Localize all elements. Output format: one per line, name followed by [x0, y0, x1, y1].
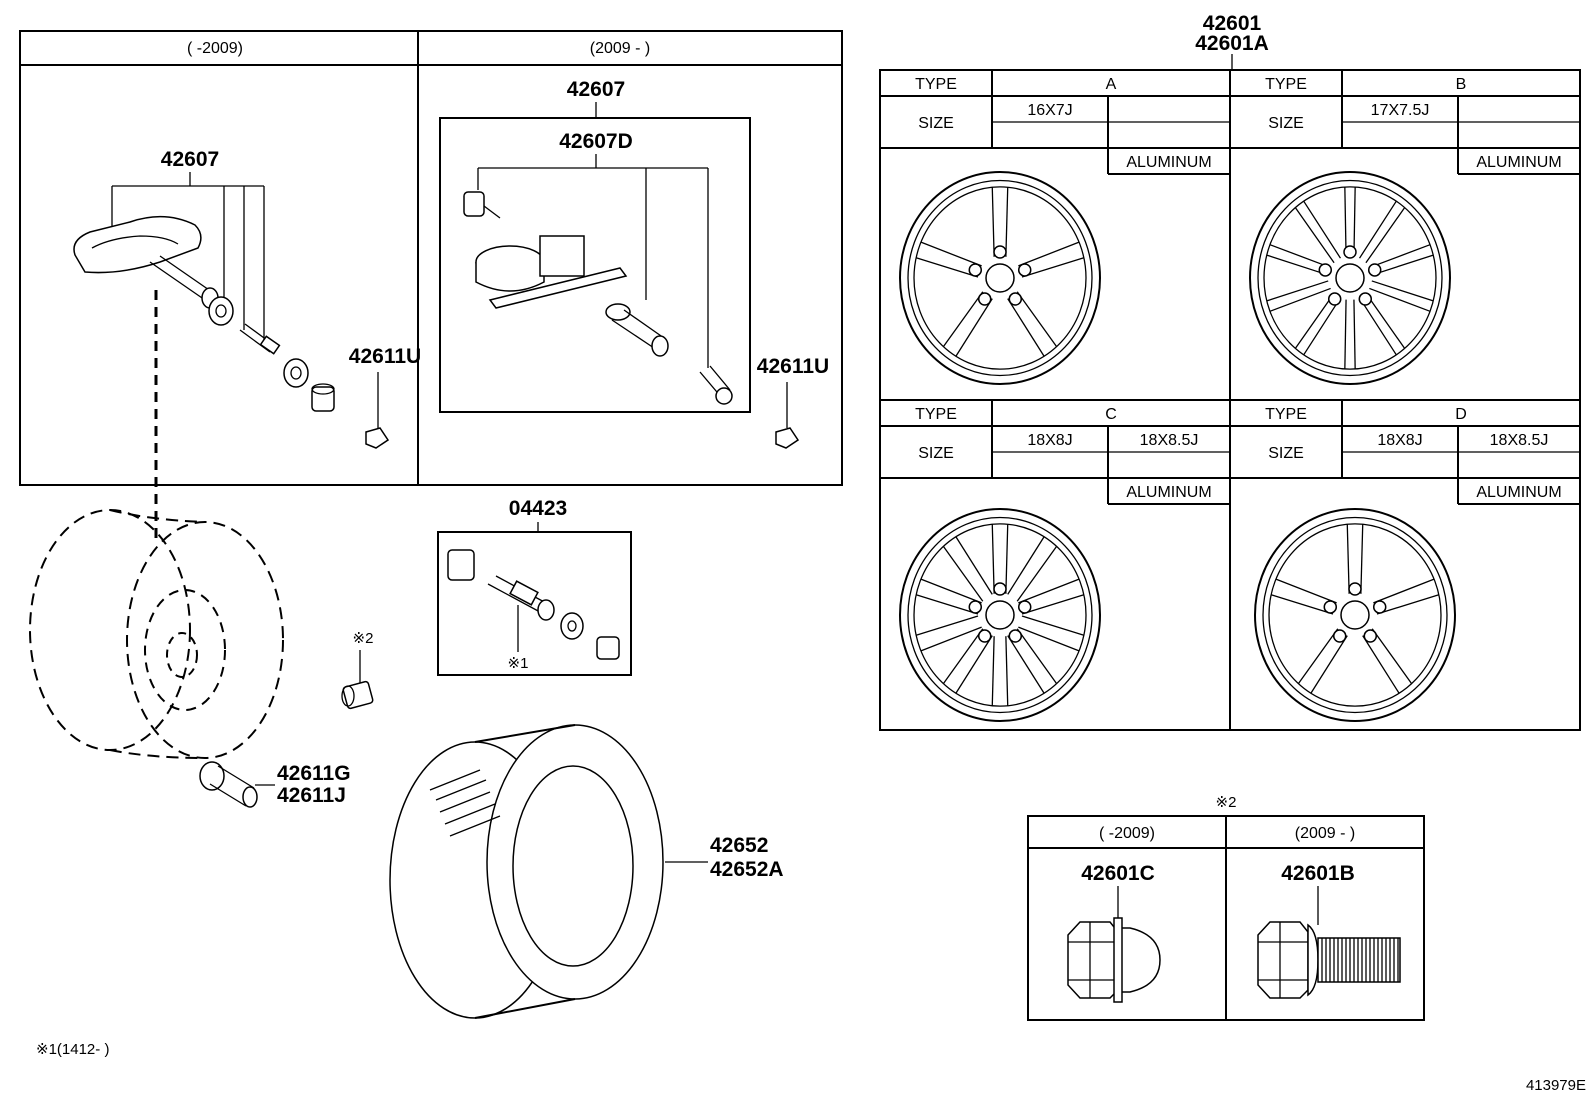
valve-cap-icon-right	[463, 191, 501, 219]
wheel-part-label-2: 42601A	[1195, 32, 1269, 55]
right-cap-part-label: 42611U	[757, 355, 829, 378]
tpms-sensor-icon	[73, 215, 219, 309]
washer-icon	[283, 358, 309, 388]
type-label-b: TYPE	[1265, 76, 1307, 93]
wheel-c-size-1: 18X8J	[1027, 432, 1072, 449]
wheel-c-icon	[899, 508, 1101, 722]
left-sensor-part-label: 42607	[161, 148, 219, 171]
sensor-panel-left-header: ( -2009)	[187, 40, 243, 57]
valve-core-icon	[239, 323, 281, 355]
right-sensor-subpart-label: 42607D	[559, 130, 633, 153]
size-label-d: SIZE	[1268, 445, 1304, 462]
material-label-b: ALUMINUM	[1476, 154, 1561, 171]
type-label-a: TYPE	[915, 76, 957, 93]
wheel-type-c: C	[1105, 406, 1117, 423]
valve-core-icon-right	[699, 365, 733, 405]
wheel-c-size-2: 18X8.5J	[1140, 432, 1199, 449]
valve-kit-part-label: 04423	[509, 497, 567, 520]
nut-table-note: ※2	[1216, 794, 1237, 811]
tire-part-label-2: 42652A	[710, 858, 784, 881]
valve-part-label-2: 42611J	[277, 784, 346, 807]
wheel-a-size-1: 16X7J	[1027, 102, 1072, 119]
valve-stem-icon	[199, 761, 258, 808]
valve-nut-icon	[208, 296, 234, 326]
wheel-b-icon	[1249, 171, 1451, 385]
nut-note-label: ※2	[353, 630, 374, 647]
material-label-c: ALUMINUM	[1126, 484, 1211, 501]
wheel-type-a: A	[1106, 76, 1117, 93]
wheel-phantom-icon	[29, 509, 284, 759]
valve-kit-parts-icon	[447, 549, 620, 660]
right-sensor-part-label: 42607	[567, 78, 625, 101]
size-label-a: SIZE	[918, 115, 954, 132]
size-label-b: SIZE	[1268, 115, 1304, 132]
left-cap-part-label: 42611U	[349, 345, 421, 368]
cap-icon-left	[365, 427, 390, 449]
left-sensor-leader-lines	[111, 172, 265, 345]
valve-kit-box	[437, 531, 632, 676]
material-label-a: ALUMINUM	[1126, 154, 1211, 171]
nut-table-left-header: ( -2009)	[1099, 825, 1155, 842]
valve-stem-icon-right	[605, 303, 669, 357]
wheel-d-icon	[1254, 508, 1456, 722]
nut-table: ※2 ( -2009) (2009 - ) 42601C 42601B	[1027, 794, 1425, 1021]
wheel-b-size-1: 17X7.5J	[1371, 102, 1430, 119]
right-sensor-box	[439, 117, 751, 413]
cap-icon-right	[775, 427, 800, 449]
wheel-part-label-1: 42601	[1203, 12, 1262, 35]
sensor-panel-right-header: (2009 - )	[590, 40, 650, 57]
material-label-d: ALUMINUM	[1476, 484, 1561, 501]
type-label-c: TYPE	[915, 406, 957, 423]
diagram-id: 413979E	[1526, 1077, 1586, 1094]
wheel-d-size-1: 18X8J	[1377, 432, 1422, 449]
nut-table-right-header: (2009 - )	[1295, 825, 1355, 842]
type-label-d: TYPE	[1265, 406, 1307, 423]
lug-nut-acorn-icon	[1067, 917, 1161, 1003]
lug-nut-icon	[341, 680, 374, 710]
tire-icon	[389, 724, 664, 1019]
nut-left-part-label: 42601C	[1081, 862, 1155, 885]
tire-part-label-1: 42652	[710, 834, 768, 857]
footnote: ※1(1412- )	[36, 1041, 109, 1058]
nut-right-part-label: 42601B	[1281, 862, 1355, 885]
lug-bolt-icon	[1257, 921, 1401, 999]
wheel-a-icon	[899, 171, 1101, 385]
valve-cap-icon	[311, 383, 335, 412]
wheel-d-size-2: 18X8.5J	[1490, 432, 1549, 449]
wheel-table: 42601 42601A TYPE A SIZE 16X7J ALUMIN	[879, 12, 1581, 731]
size-label-c: SIZE	[918, 445, 954, 462]
wheel-type-d: D	[1455, 406, 1467, 423]
valve-kit-note-label: ※1	[508, 655, 529, 672]
sensor-panel: ( -2009) (2009 - ) 42607 42611U	[19, 30, 843, 486]
valve-part-label-1: 42611G	[277, 762, 351, 785]
wheel-type-b: B	[1456, 76, 1467, 93]
tpms-sensor-icon-right	[475, 235, 628, 309]
